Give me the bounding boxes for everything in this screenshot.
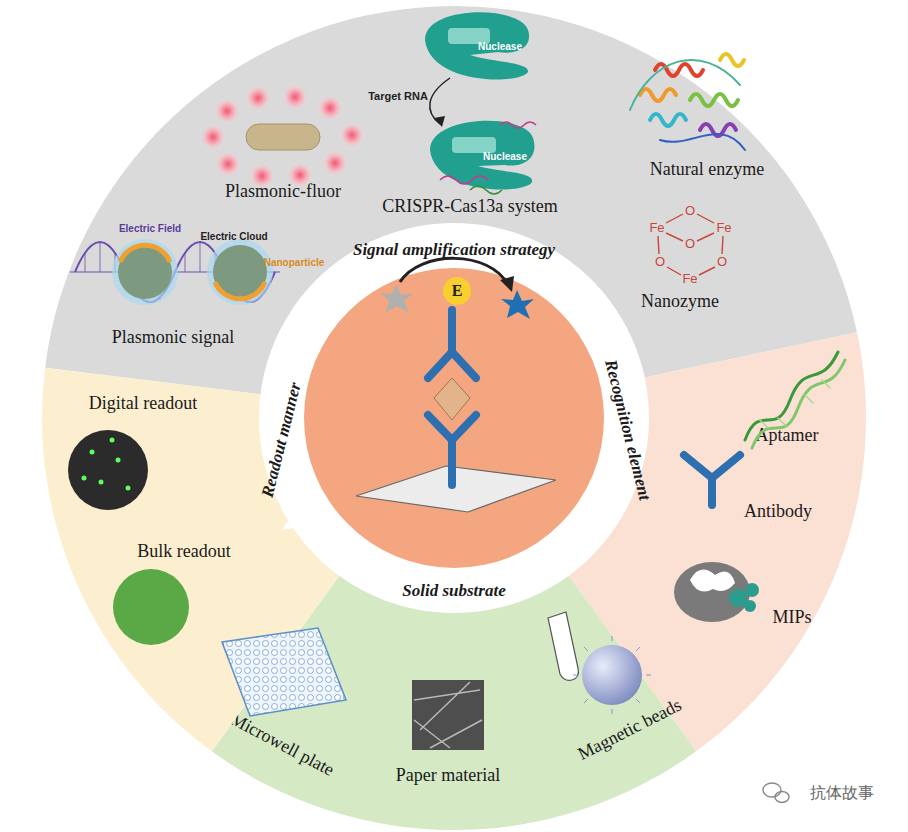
item-label: CRISPR-Cas13a system: [382, 197, 558, 217]
item-label: Nanozyme: [641, 292, 719, 312]
item-label: MIPs: [772, 608, 811, 628]
annotation-label: O: [685, 204, 695, 218]
plasmonic-fluor-icon: [200, 84, 365, 189]
nanozyme-bonds: [658, 214, 723, 275]
annotation-label: Electric Field: [119, 223, 181, 234]
annotation-label: E: [452, 282, 463, 300]
item-label: Antibody: [744, 502, 812, 522]
item-label: Plasmonic-fluor: [225, 182, 341, 202]
plasmonic-wave: [70, 239, 280, 305]
annotation-label: O: [685, 237, 695, 251]
annotation-label: Nuclease: [483, 151, 527, 162]
annotation-label: Fe: [716, 221, 731, 235]
annotation-label: Nanoparticle: [264, 257, 325, 268]
item-label: Natural enzyme: [650, 160, 764, 180]
bulk-readout-icon: [113, 569, 189, 645]
ring-arrowhead: [282, 505, 310, 530]
sandwich-assay: [356, 258, 556, 512]
mips-icon: [674, 562, 759, 622]
orange-core: [304, 268, 604, 568]
annotation-label: O: [655, 255, 665, 269]
antibody-icon: [684, 455, 740, 505]
wechat-icon: [763, 783, 789, 803]
cas13a-icon: [425, 12, 536, 194]
annotation-label: Target RNA: [368, 90, 428, 102]
annotation-label: Fe: [682, 272, 697, 286]
annotation-label: 抗体故事: [810, 784, 874, 802]
node-outline: [259, 223, 649, 613]
item-label: Paper material: [396, 766, 500, 786]
digital-readout-icon: [68, 430, 148, 510]
category-label: Signal amplification strategy: [353, 241, 555, 260]
item-label: Bulk readout: [137, 542, 230, 562]
paper-icon: [412, 680, 484, 750]
annotation-label: Nuclease: [478, 41, 522, 52]
annotation-label: Electric Cloud: [200, 231, 267, 242]
center-circle: Signal amplification strategyRecognition…: [259, 223, 649, 613]
magnetic-bead-icon: [548, 612, 651, 714]
item-label: Aptamer: [756, 426, 819, 446]
item-label: Digital readout: [89, 394, 197, 414]
microwell-icon: [222, 628, 346, 716]
enzyme-icon: [630, 54, 745, 150]
white-ring: [259, 223, 649, 613]
category-label: Solid substrate: [402, 582, 505, 601]
item-label: Plasmonic signal: [112, 328, 235, 348]
annotation-label: O: [717, 255, 727, 269]
aptamer-icon: [745, 352, 845, 448]
annotation-label: Fe: [649, 221, 664, 235]
